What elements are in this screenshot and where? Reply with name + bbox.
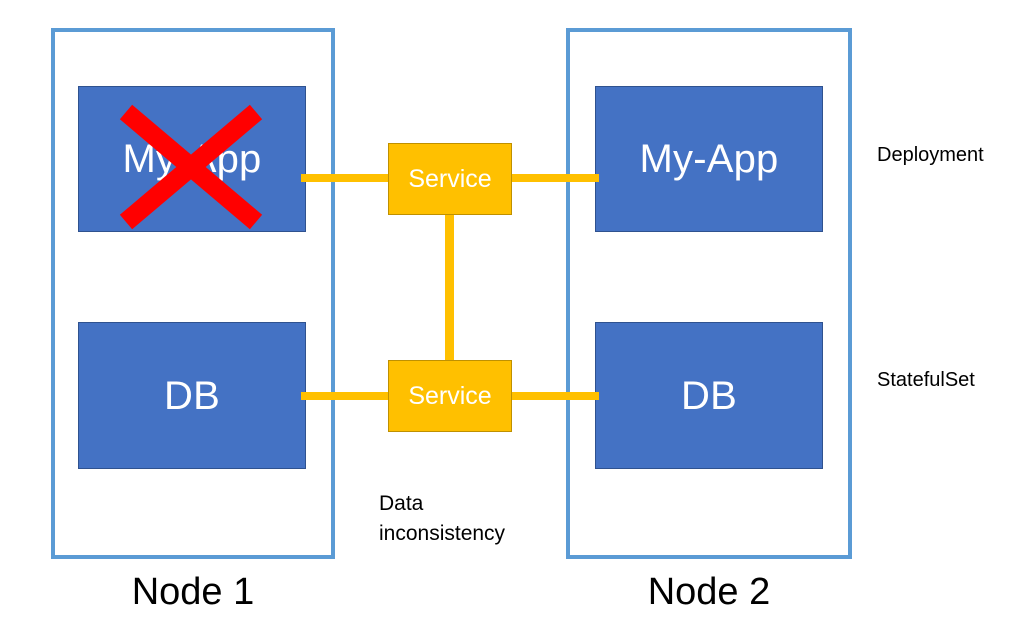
connector-node1-app-to-service [301, 174, 391, 182]
node-caption-node2: Node 2 [647, 571, 771, 613]
connector-service-to-service [445, 212, 454, 363]
workload-label: My-App [639, 137, 779, 181]
annotation-data-inconsistency: Data inconsistency [379, 489, 569, 550]
node-container-node2 [566, 28, 852, 559]
service-label: Service [408, 164, 492, 193]
workload-label: DB [681, 373, 737, 418]
workload-node2-my-app[interactable]: My-App [595, 86, 823, 232]
service-box-db[interactable]: Service [388, 360, 512, 432]
connector-service-to-node2-db [509, 392, 599, 400]
annotation-line-2: inconsistency [379, 522, 506, 546]
annotation-line-1: Data [379, 492, 424, 515]
label-deployment: Deployment [877, 144, 984, 166]
service-box-app[interactable]: Service [388, 143, 512, 215]
connector-node1-db-to-service [301, 392, 391, 400]
workload-label: My-App [122, 137, 262, 181]
workload-node1-db[interactable]: DB [78, 322, 306, 469]
service-label: Service [408, 381, 492, 410]
workload-label: DB [164, 373, 220, 418]
label-statefulset: StatefulSet [877, 369, 975, 391]
workload-node1-my-app[interactable]: My-App [78, 86, 306, 232]
node-container-node1 [51, 28, 335, 559]
connector-service-to-node2-app [509, 174, 599, 182]
workload-node2-db[interactable]: DB [595, 322, 823, 469]
node-caption-node1: Node 1 [131, 571, 255, 613]
